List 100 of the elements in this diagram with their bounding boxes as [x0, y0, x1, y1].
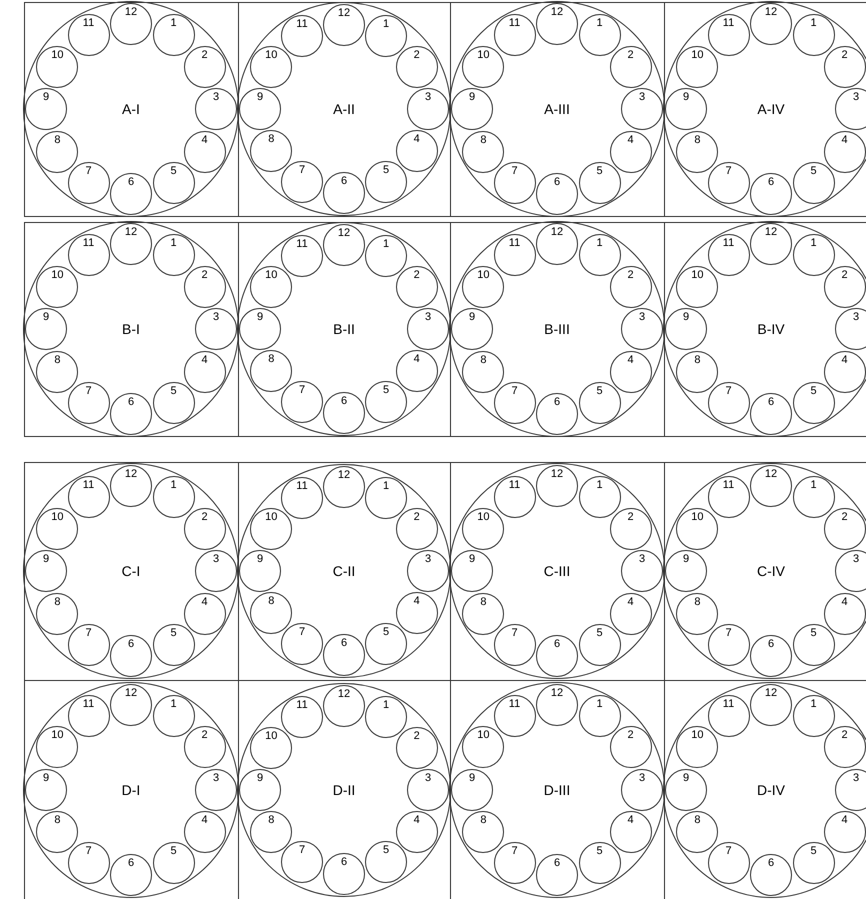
numbered-position: 1	[152, 694, 194, 737]
ring	[449, 463, 665, 679]
numbered-position: 7	[68, 162, 110, 204]
numbered-position: 1	[365, 15, 407, 58]
numbered-position: 5	[578, 624, 620, 666]
numbered-position: 10	[676, 508, 718, 550]
numbered-position: 9	[451, 308, 493, 350]
numbered-position: 3	[835, 550, 866, 592]
numbered-position: 7	[708, 382, 750, 424]
numbered-position: 1	[152, 476, 194, 518]
numbered-position: 3	[195, 88, 237, 130]
numbered-position: 8	[36, 350, 78, 392]
numbered-position: 11	[708, 694, 750, 737]
ring	[23, 463, 239, 679]
ring-label: A-II	[333, 101, 355, 117]
numbered-position: 6	[750, 635, 792, 677]
ring	[663, 463, 866, 679]
numbered-position: 10	[676, 726, 718, 768]
ring-label: B-II	[333, 321, 355, 337]
numbered-position: 3	[407, 550, 449, 592]
numbered-position: 10	[250, 726, 292, 768]
numbered-position: 3	[195, 550, 237, 592]
numbered-position: 4	[824, 592, 866, 634]
ring-label: D-IV	[757, 782, 785, 798]
numbered-position: 10	[250, 46, 292, 88]
numbered-position: 2	[184, 508, 226, 550]
numbered-position: 11	[281, 15, 323, 58]
numbered-position: 6	[110, 393, 152, 435]
ring-label: B-IV	[757, 321, 785, 337]
numbered-position: 8	[250, 592, 292, 634]
numbered-position: 2	[824, 508, 866, 550]
numbered-position: 7	[68, 624, 110, 666]
numbered-position: 8	[676, 130, 718, 172]
numbered-position: 9	[239, 88, 281, 130]
ring-label: D-II	[332, 782, 356, 798]
numbered-position: 4	[824, 130, 866, 172]
ring	[23, 1, 239, 217]
numbered-position: 3	[835, 308, 866, 350]
numbered-position: 6	[323, 852, 365, 894]
numbered-position: 8	[462, 592, 504, 634]
numbered-position: 11	[494, 14, 536, 56]
numbered-position: 8	[250, 350, 292, 392]
numbered-position: 5	[152, 624, 194, 666]
numbered-position: 7	[494, 842, 536, 884]
numbered-position: 7	[281, 841, 323, 884]
numbered-position: 5	[578, 162, 620, 204]
numbered-position: 9	[451, 550, 493, 592]
numbered-position: 4	[396, 810, 438, 852]
ring-label: C-II	[332, 563, 356, 579]
ring-label: A-I	[122, 101, 140, 117]
numbered-position: 4	[610, 350, 652, 392]
ring-label: B-III	[544, 321, 570, 337]
numbered-position: 2	[824, 266, 866, 308]
numbered-position: 4	[824, 350, 866, 392]
numbered-position: 11	[68, 694, 110, 737]
numbered-position: 11	[494, 694, 536, 737]
numbered-position: 7	[68, 842, 110, 884]
ring-label: A-III	[544, 101, 570, 117]
numbered-position: 9	[665, 88, 707, 130]
ring	[449, 221, 665, 437]
numbered-position: 8	[36, 592, 78, 634]
numbered-position: 5	[792, 382, 834, 424]
ring	[237, 464, 451, 678]
numbered-position: 9	[451, 88, 493, 130]
numbered-position: 8	[462, 350, 504, 392]
numbered-position: 3	[621, 768, 663, 810]
numbered-position: 1	[792, 234, 834, 276]
numbered-position: 3	[195, 768, 237, 810]
numbered-position: 8	[36, 811, 78, 853]
ring	[449, 1, 665, 217]
numbered-position: 6	[750, 393, 792, 435]
numbered-position: 5	[578, 382, 620, 424]
numbered-position: 7	[708, 624, 750, 666]
numbered-position: 7	[708, 162, 750, 204]
numbered-position: 2	[610, 726, 652, 768]
ring	[663, 682, 866, 898]
numbered-position: 6	[750, 173, 792, 215]
numbered-position: 6	[536, 393, 578, 435]
numbered-position: 12	[750, 465, 792, 507]
numbered-position: 7	[281, 622, 323, 665]
numbered-position: 12	[110, 465, 152, 507]
numbered-position: 10	[36, 726, 78, 768]
numbered-position: 8	[676, 592, 718, 634]
numbered-position: 2	[610, 266, 652, 308]
numbered-position: 6	[750, 854, 792, 896]
numbered-position: 1	[578, 234, 620, 276]
numbered-position: 8	[250, 130, 292, 172]
numbered-position: 12	[110, 3, 152, 45]
numbered-position: 6	[110, 173, 152, 215]
numbered-position: 2	[396, 266, 438, 308]
numbered-position: 9	[665, 308, 707, 350]
numbered-position: 9	[25, 550, 67, 592]
numbered-position: 3	[407, 768, 449, 810]
numbered-position: 7	[68, 382, 110, 424]
numbered-position: 1	[578, 694, 620, 737]
numbered-position: 12	[750, 223, 792, 265]
numbered-position: 4	[184, 592, 226, 634]
numbered-position: 11	[708, 476, 750, 518]
numbered-position: 4	[824, 811, 866, 853]
numbered-position: 5	[578, 842, 620, 884]
